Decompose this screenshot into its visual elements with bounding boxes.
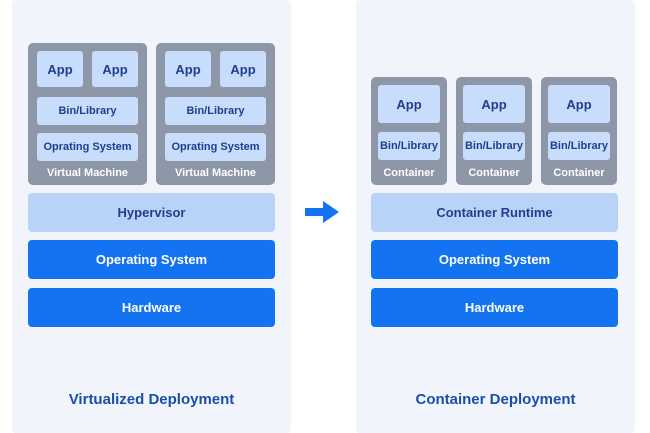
container1-bin-library: Bin/Library [378,132,440,160]
virtualized-hardware-layer: Hardware [28,288,275,327]
vm1-app-2: App [92,51,138,87]
container1-caption: Container [383,167,435,179]
container2-bin-library: Bin/Library [463,132,525,160]
container3-caption: Container [553,167,605,179]
virtualized-operating-system-layer: Operating System [28,240,275,279]
vm2-bin-library: Bin/Library [165,97,266,125]
container2-app: App [463,85,525,123]
container2-caption: Container [468,167,520,179]
vm1-app-1: App [37,51,83,87]
container-runtime-layer: Container Runtime [371,193,618,232]
container3-app: App [548,85,610,123]
vm2-app-2: App [220,51,266,87]
container-deployment-title: Container Deployment [415,391,576,408]
container1-app: App [378,85,440,123]
virtualized-deployment-title: Virtualized Deployment [68,391,235,408]
container-operating-system-layer: Operating System [371,240,618,279]
vm2-caption: Virtual Machine [174,167,257,179]
container3-bin-library: Bin/Library [548,132,610,160]
vm2-operating-system: Oprating System [165,133,266,161]
vm1-caption: Virtual Machine [46,167,129,179]
vm1-bin-library: Bin/Library [37,97,138,125]
vm2-app-1: App [165,51,211,87]
container-hardware-layer: Hardware [371,288,618,327]
arrow-right-icon [305,201,339,223]
vm1-operating-system: Oprating System [37,133,138,161]
hypervisor-layer: Hypervisor [28,193,275,232]
